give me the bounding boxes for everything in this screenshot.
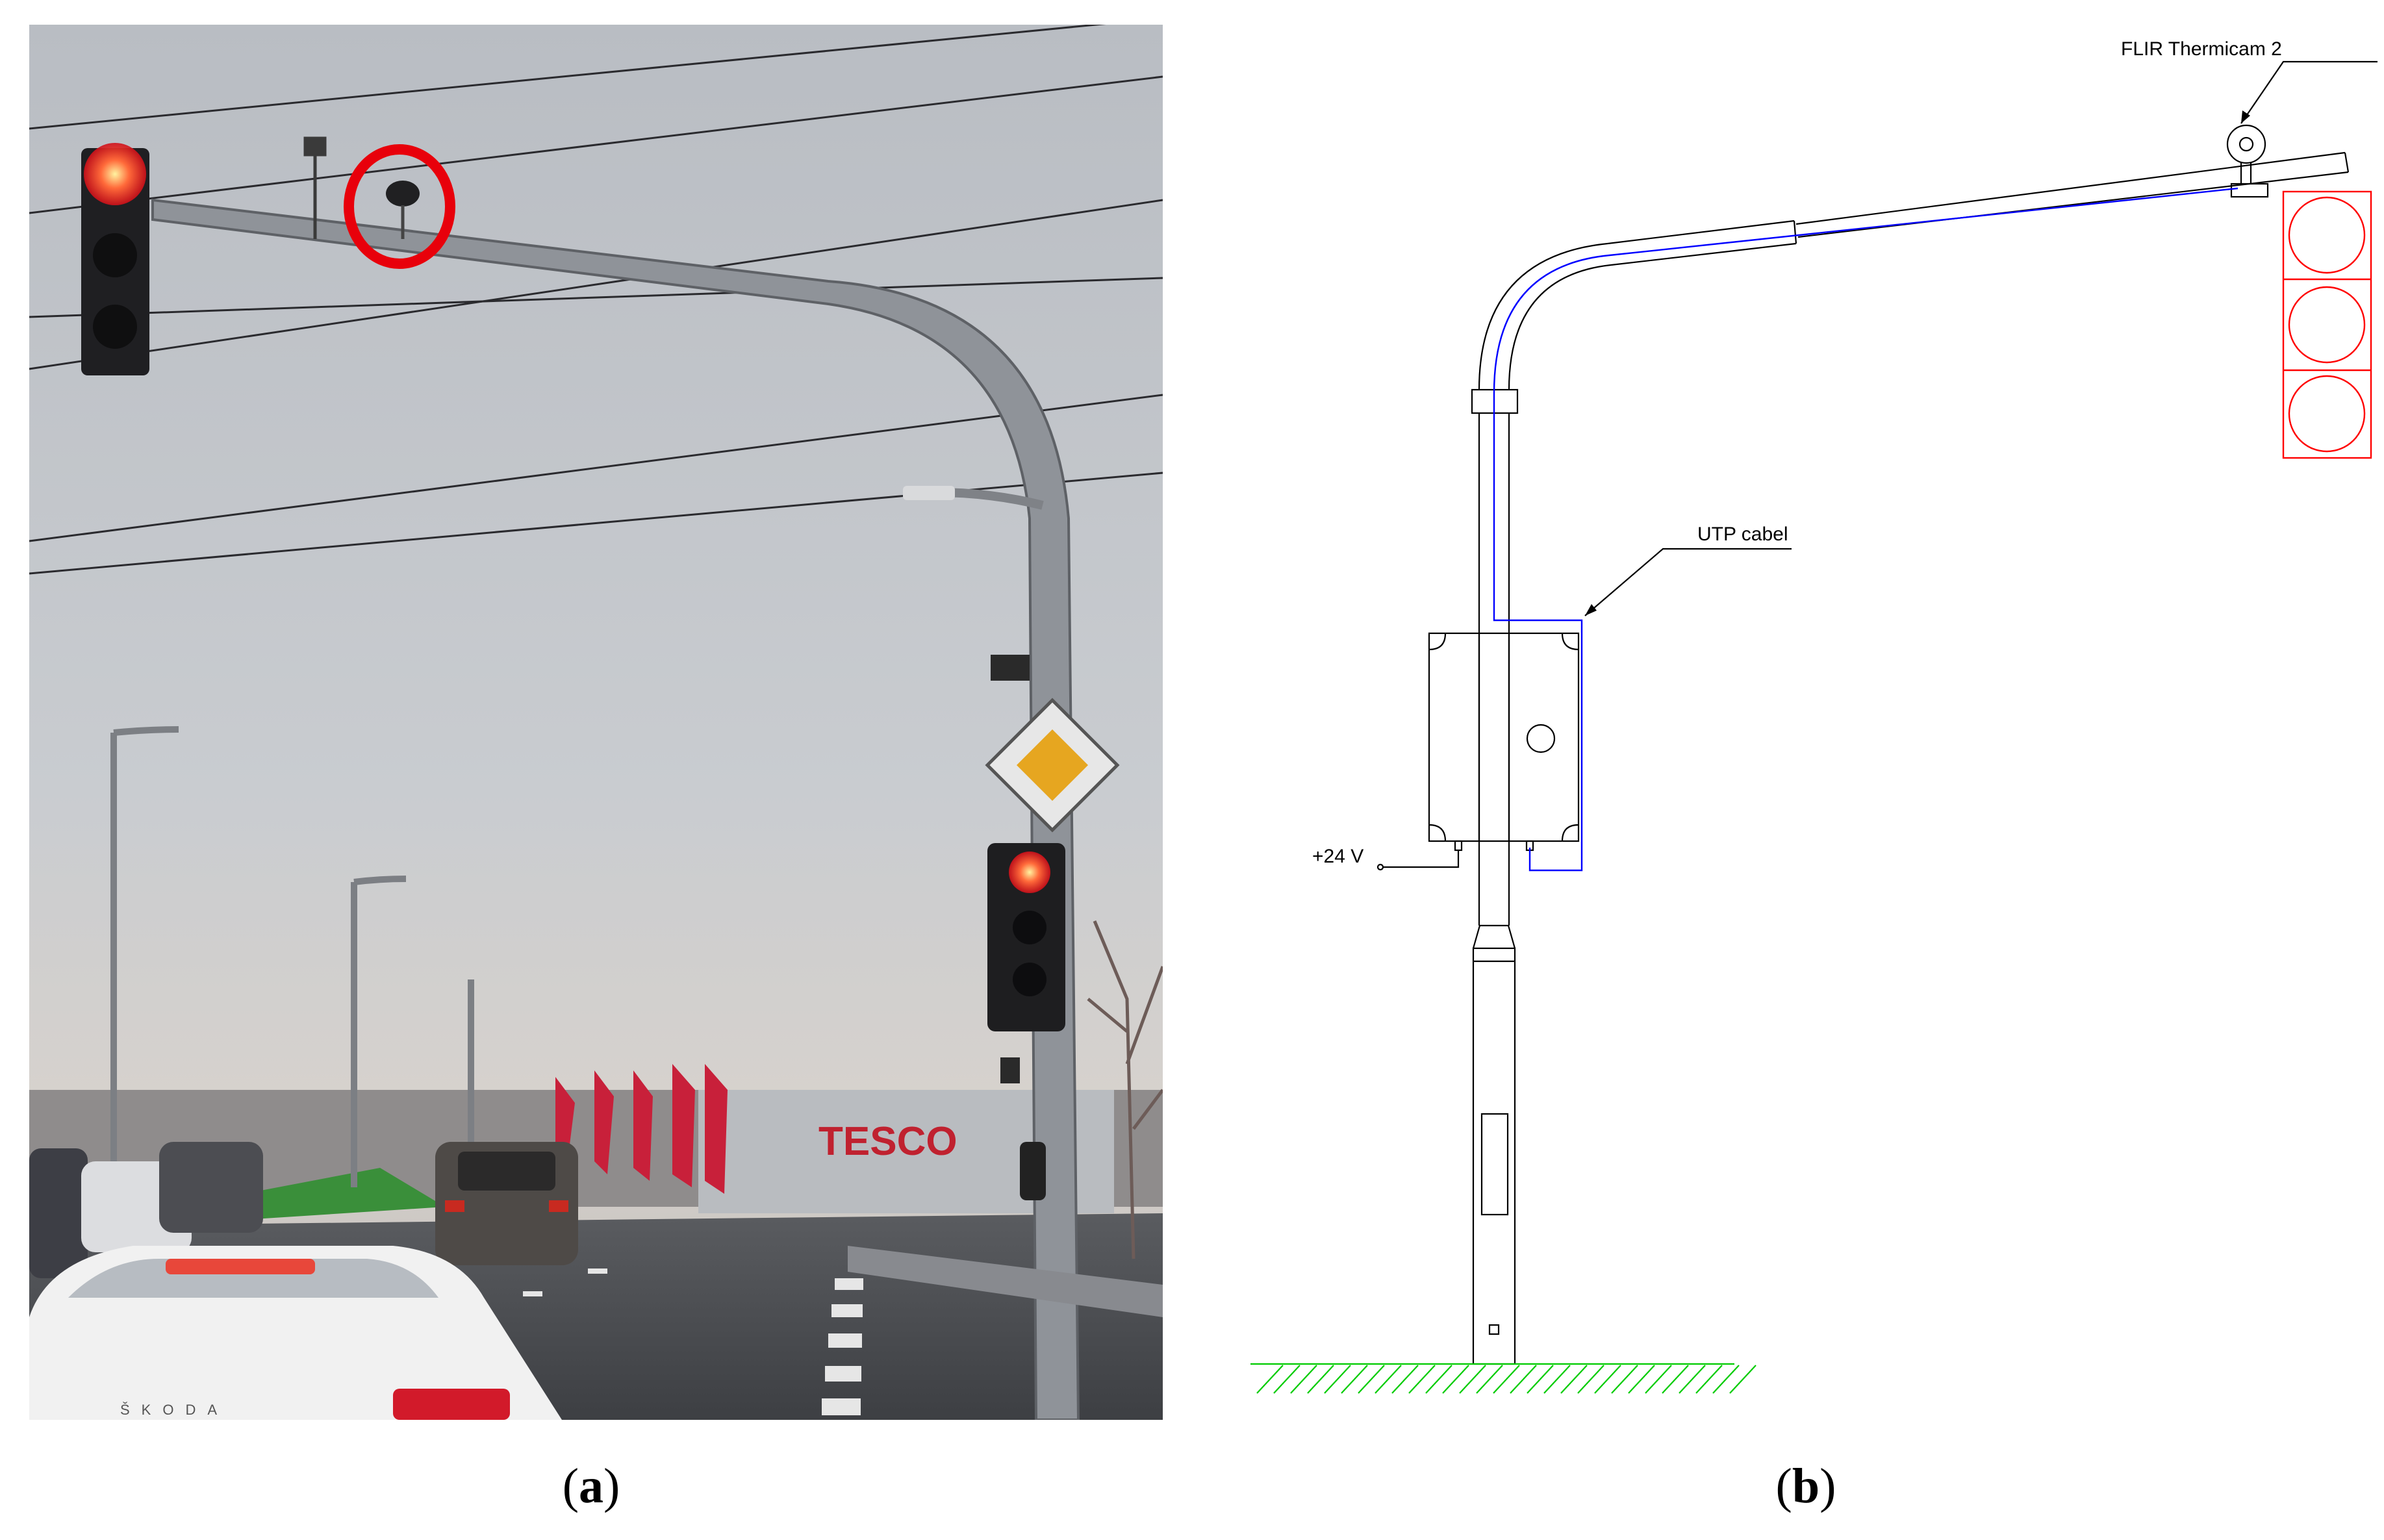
ground-hatch-stroke: [1442, 1365, 1469, 1394]
caption-b: (b): [1775, 1459, 1836, 1513]
ground-hatch-stroke: [1341, 1365, 1368, 1394]
camera-label: FLIR Thermicam 2: [2121, 38, 2282, 60]
flags: [555, 1064, 728, 1194]
ground-hatch-stroke: [1628, 1365, 1655, 1394]
camera-leader-arrow: [2241, 110, 2250, 123]
background-lamp-posts: [110, 726, 474, 1187]
cable-leader: [1584, 548, 1792, 616]
ground-hatch-stroke: [1391, 1365, 1419, 1394]
cable-label: UTP cabel: [1697, 524, 1788, 545]
ground-hatch-stroke: [1459, 1365, 1486, 1394]
distant-cars: [29, 1142, 1046, 1278]
ground-hatch-stroke: [1510, 1365, 1537, 1394]
thermal-camera: [386, 181, 420, 239]
camera-highlight-circle: [344, 144, 455, 269]
ground-hatch-stroke: [1256, 1365, 1284, 1394]
pole-upper: [1471, 151, 2350, 926]
ground-hatch-stroke: [1679, 1365, 1706, 1394]
ground-hatch-stroke: [1645, 1365, 1672, 1394]
ground-hatch-stroke: [1425, 1365, 1452, 1394]
cable-leader-arrow: [1585, 604, 1597, 616]
camera-leader: [2240, 60, 2378, 124]
ground-hatch-stroke: [1712, 1365, 1740, 1394]
ground-hatch-stroke: [1375, 1365, 1402, 1394]
car-badge: ŠKODA: [120, 1402, 229, 1418]
overhead-wires: [29, 25, 1163, 575]
utp-cable: [1493, 187, 2238, 872]
main-pole: [151, 198, 1080, 1420]
power-lead: [1384, 850, 1460, 868]
ground-hatch-stroke: [1273, 1365, 1300, 1394]
signal-head-symbol: [2282, 190, 2372, 459]
ground-hatch-stroke: [1611, 1365, 1638, 1394]
ground-hatch-stroke: [1560, 1365, 1588, 1394]
right-signal-head: [987, 843, 1065, 1031]
ground-hatch-stroke: [1408, 1365, 1436, 1394]
ground-hatch-stroke: [1324, 1365, 1351, 1394]
left-signal-head: [81, 143, 149, 375]
ground-hatch-stroke: [1577, 1365, 1604, 1394]
ground-hatch-stroke: [1476, 1365, 1503, 1394]
drawing-panel-b: FLIR Thermicam 2 UTP cabel +24 V: [1250, 38, 2378, 1394]
priority-road-sign: [985, 698, 1120, 833]
power-terminal: [1376, 863, 1384, 871]
foreground-car: ŠKODA: [29, 1246, 562, 1420]
ground-hatch-stroke: [1695, 1365, 1723, 1394]
ground-hatch-stroke: [1307, 1365, 1334, 1394]
ground-hatch-stroke: [1662, 1365, 1689, 1394]
ground-hatch-stroke: [1594, 1365, 1621, 1394]
junction-box: [1428, 632, 1580, 852]
guard-rail: [848, 1246, 1163, 1317]
lane-markings: [523, 1269, 863, 1415]
ground-hatch-stroke: [1543, 1365, 1571, 1394]
ground-hatch-stroke: [1290, 1365, 1317, 1394]
caption-a: (a): [562, 1459, 620, 1513]
photo-panel-a: TESCO: [29, 25, 1163, 1420]
ground-hatch: [1250, 1363, 1756, 1394]
bare-tree: [1087, 920, 1163, 1259]
ground-hatch-stroke: [1527, 1365, 1554, 1394]
ground-hatch-stroke: [1358, 1365, 1385, 1394]
power-label: +24 V: [1312, 846, 1363, 867]
ground-hatch-stroke: [1493, 1365, 1520, 1394]
grass: [244, 1168, 445, 1220]
antenna: [303, 136, 327, 239]
store-sign: TESCO: [818, 1119, 957, 1164]
ground-hatch-stroke: [1729, 1365, 1756, 1394]
camera-symbol: [2226, 124, 2266, 164]
pole-base: [1472, 924, 1516, 1365]
